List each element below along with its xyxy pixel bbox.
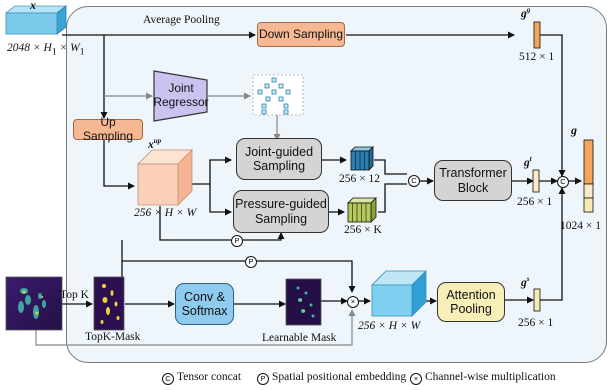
learnable-mask-label: Learnable Mask bbox=[262, 332, 337, 344]
masked-feature-cube bbox=[371, 270, 427, 317]
legend-positional-symbol: P bbox=[257, 373, 269, 385]
gt-label: gt bbox=[524, 155, 532, 169]
line-mask-bottom-loop bbox=[35, 309, 356, 346]
pressure-feature-dim: 256 × K bbox=[344, 224, 382, 236]
input-feature-x bbox=[4, 5, 68, 35]
positional-operator-2: P bbox=[245, 256, 257, 268]
xup-label-sup: up bbox=[153, 137, 162, 145]
joint-feature-dim: 256 × 12 bbox=[339, 173, 380, 185]
input-x-dims-sub2: 1 bbox=[79, 46, 85, 58]
gt-label-sup: t bbox=[529, 155, 532, 163]
gs-dim: 256 × 1 bbox=[518, 317, 554, 329]
attention-feature-bar bbox=[533, 288, 541, 312]
input-x-dims-text: 2048 × H bbox=[7, 42, 52, 54]
joint-guided-sampling-box: Joint-guided Sampling bbox=[236, 138, 322, 180]
attention-pooling-box: Attention Pooling bbox=[437, 282, 505, 322]
gs-label-sup: s bbox=[526, 275, 530, 283]
input-x-dims-sub1: 1 bbox=[51, 46, 57, 58]
input-x-dims-mid: × W bbox=[56, 42, 80, 54]
xup-label-text: x bbox=[148, 138, 154, 151]
legend-positional-text: Spatial positional embedding bbox=[272, 371, 407, 383]
transformer-block-box: Transformer Block bbox=[434, 160, 512, 201]
transformer-feature-bar bbox=[532, 169, 540, 193]
upsampled-feature-cube bbox=[137, 149, 193, 206]
legend-concat-text: Tensor concat bbox=[177, 371, 242, 383]
g-label: g bbox=[571, 123, 577, 137]
joint-regressor-shape bbox=[153, 70, 208, 122]
gg-dim: 512 × 1 bbox=[519, 51, 555, 63]
line-gs-concat bbox=[540, 187, 566, 301]
joint-points-icon bbox=[252, 74, 304, 116]
legend-multiply-symbol: × bbox=[410, 373, 422, 385]
top-k-label: Top K bbox=[60, 289, 89, 301]
xup-label: xup bbox=[148, 137, 161, 151]
gt-dim: 256 × 1 bbox=[517, 196, 553, 208]
gs-label: gs bbox=[521, 275, 529, 289]
pressure-guided-sampling-box: Pressure-guided Sampling bbox=[233, 190, 329, 233]
global-feature-bar bbox=[533, 21, 541, 49]
input-x-dims: 2048 × H1 × W1 bbox=[7, 42, 85, 57]
up-sampling-box: Up Sampling bbox=[73, 115, 143, 142]
pressure-feature-stack bbox=[347, 197, 377, 223]
final-feature-bar bbox=[583, 139, 594, 213]
xup-dim: 256 × H × W bbox=[134, 207, 197, 219]
input-x-label: x bbox=[30, 0, 36, 12]
line-pos-pressure bbox=[241, 232, 285, 241]
average-pooling-label: Average Pooling bbox=[143, 14, 220, 26]
down-sampling-box: Down Sampling bbox=[257, 22, 345, 47]
conv-softmax-box: Conv & Softmax bbox=[175, 283, 234, 325]
line-pressure-concat bbox=[378, 183, 407, 213]
pressure-image bbox=[5, 276, 63, 331]
line-upsample-xup bbox=[103, 140, 135, 190]
multiply-operator: × bbox=[347, 296, 359, 308]
legend-multiply: ×Channel-wise multiplication bbox=[410, 371, 556, 385]
line-xup-split bbox=[188, 156, 232, 185]
gg-label: gg bbox=[521, 6, 530, 20]
legend-multiply-text: Channel-wise multiplication bbox=[425, 371, 556, 383]
masked-feature-dim: 256 × H × W bbox=[358, 320, 421, 332]
concat-operator-2: C bbox=[557, 176, 569, 188]
line-joint-concat bbox=[374, 159, 407, 175]
line-xup-pressure bbox=[209, 184, 232, 216]
topk-mask-label: TopK-Mask bbox=[85, 331, 141, 343]
learnable-mask-image bbox=[285, 278, 322, 326]
legend-concat-symbol: C bbox=[162, 373, 174, 385]
positional-operator-1: P bbox=[231, 235, 243, 247]
concat-operator-1: C bbox=[408, 175, 420, 187]
g-dim: 1024 × 1 bbox=[560, 220, 601, 232]
line-gg-concat bbox=[540, 34, 566, 177]
gg-label-sup: g bbox=[526, 6, 531, 14]
joint-feature-stack bbox=[350, 146, 374, 171]
gt-label-text: g bbox=[524, 156, 530, 169]
line-xup-position bbox=[159, 206, 231, 241]
gg-label-text: g bbox=[521, 7, 527, 20]
joint-regressor-label: Joint Regressor bbox=[153, 81, 209, 109]
topk-mask-image bbox=[93, 276, 125, 331]
line-pos-multiply bbox=[255, 260, 356, 293]
gs-label-text: g bbox=[521, 276, 527, 289]
